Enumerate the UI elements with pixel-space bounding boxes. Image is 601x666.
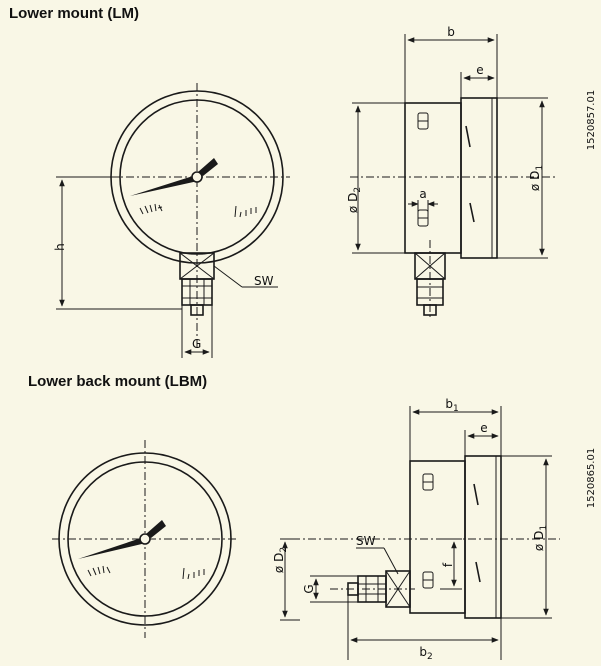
lm-d2-label: ø D2 <box>346 187 363 213</box>
lm-dimension-b <box>404 34 498 103</box>
lbm-b1-sub: 1 <box>453 404 459 414</box>
lm-dimension-g <box>181 305 213 358</box>
lm-a-label: a <box>419 187 426 201</box>
lbm-dimension-b1 <box>409 406 502 461</box>
lm-b-label: b <box>447 25 455 39</box>
lbm-d1-label: ø D1 <box>532 525 549 551</box>
lbm-dimension-g <box>310 575 358 603</box>
lbm-sw-label: SW <box>356 534 376 548</box>
lbm-g-label: G <box>302 584 316 593</box>
lm-dimension-h <box>56 176 182 310</box>
lm-section-title: Lower mount (LM) <box>9 5 139 22</box>
lm-sw-label: SW <box>254 274 274 288</box>
lm-d2-sub: 2 <box>353 187 363 193</box>
lm-h-label: h <box>53 243 67 251</box>
lm-dimension-d1 <box>497 97 548 259</box>
lbm-b1-label: b1 <box>445 397 458 414</box>
lbm-d2-text: ø D <box>272 553 286 573</box>
lbm-b1-text: b <box>445 397 453 411</box>
lm-drawing-code: 1520857.01 <box>586 90 597 150</box>
lbm-d1-sub: 1 <box>539 525 549 531</box>
lm-g-label: G <box>192 337 201 351</box>
lbm-b2-sub: 2 <box>427 652 433 662</box>
lbm-dimension-f <box>440 538 462 590</box>
lbm-dimension-d1 <box>501 455 552 619</box>
lm-side-view <box>350 97 555 320</box>
lbm-f-label: f <box>441 562 455 567</box>
lm-dimension-a <box>408 200 438 212</box>
lbm-section-title: Lower back mount (LBM) <box>28 373 208 390</box>
lbm-dimension-d2 <box>280 538 300 621</box>
lm-d1-text: ø D <box>528 171 542 191</box>
lm-d1-sub: 1 <box>535 165 545 171</box>
lm-d1-label: ø D1 <box>528 165 545 191</box>
lm-dimension-d2 <box>352 102 405 254</box>
lbm-e-label: e <box>480 421 487 435</box>
lbm-drawing-code: 1520865.01 <box>586 448 597 508</box>
lm-e-label: e <box>476 63 483 77</box>
lbm-dimension-b2 <box>347 595 502 660</box>
lm-d2-text: ø D <box>346 193 360 213</box>
lbm-side-view <box>292 455 560 619</box>
lbm-b2-text: b <box>419 645 427 659</box>
lm-front-gauge <box>110 83 290 350</box>
lm-dimension-e <box>460 72 495 98</box>
lbm-front-gauge <box>52 440 238 638</box>
lbm-b2-label: b2 <box>419 645 432 662</box>
lbm-dimension-e <box>464 430 499 456</box>
lbm-d2-label: ø D2 <box>272 547 289 573</box>
lbm-d2-sub: 2 <box>279 547 289 553</box>
lbm-d1-text: ø D <box>532 531 546 551</box>
